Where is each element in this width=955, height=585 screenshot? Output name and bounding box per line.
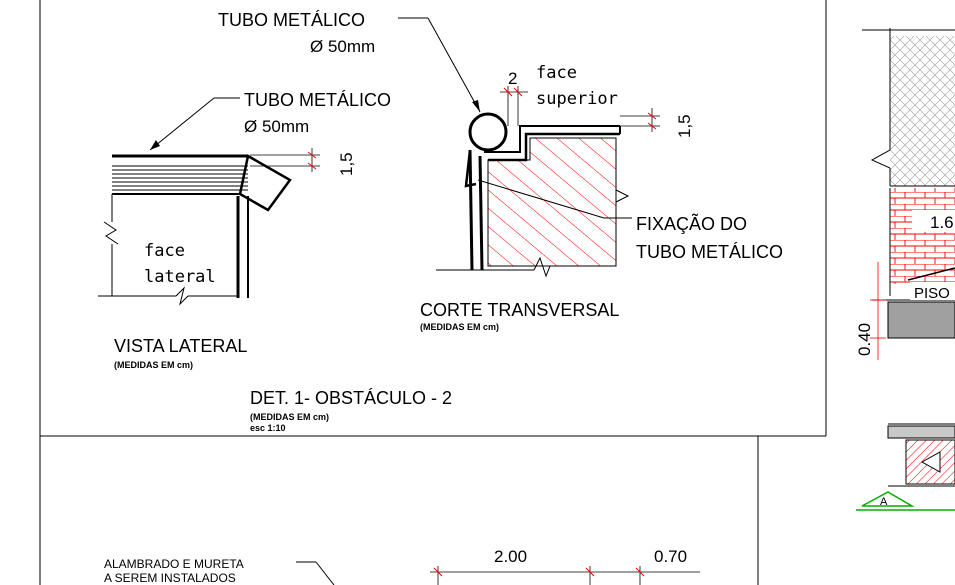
- face-superior-line2: superior: [536, 89, 618, 109]
- face-superior-line1: face: [536, 63, 577, 83]
- piso-label: PISO: [914, 285, 950, 302]
- corte-title: CORTE TRANSVERSAL: [420, 300, 619, 320]
- dim-1-5-side: 1,5: [337, 152, 356, 176]
- detail-scale: esc 1:10: [250, 423, 286, 433]
- detail1-frame: [39, 0, 827, 585]
- face-lateral-line1: face: [144, 241, 185, 261]
- tube-label-top: TUBO METÁLICO: [218, 10, 365, 30]
- dim-2-00: 2.00: [494, 547, 527, 566]
- detail2-drawing: [296, 561, 700, 585]
- dim-2: 2: [508, 69, 517, 88]
- alambrado-line1: ALAMBRADO E MURETA: [104, 557, 244, 571]
- tube-diameter-top: Ø 50mm: [310, 37, 375, 56]
- alambrado-line2: A SEREM INSTALADOS: [104, 571, 236, 585]
- corte-units: (MEDIDAS EM cm): [420, 322, 499, 332]
- tube-label-side: TUBO METÁLICO: [244, 90, 391, 110]
- dim-0-70: 0.70: [654, 547, 687, 566]
- detail1-texts: TUBO METÁLICO Ø 50mm TUBO METÁLICO Ø 50m…: [114, 10, 783, 433]
- face-lateral-line2: lateral: [144, 267, 216, 287]
- corte-transversal-drawing: [398, 17, 660, 278]
- fixacao-line2: TUBO METÁLICO: [636, 242, 783, 262]
- right-section-drawing: [856, 28, 955, 511]
- right-texts: 1.6 PISO 0.40 A: [855, 210, 955, 508]
- dim-0-40: 0.40: [855, 323, 874, 356]
- detail2-texts: ALAMBRADO E MURETA A SEREM INSTALADOS 2.…: [104, 547, 687, 585]
- vista-title: VISTA LATERAL: [114, 336, 247, 356]
- fixacao-line1: FIXAÇÃO DO: [636, 213, 747, 234]
- section-marker-label: A: [880, 496, 888, 508]
- detail-title: DET. 1- OBSTÁCULO - 2: [250, 388, 452, 408]
- dim-1-6: 1.6: [930, 213, 954, 232]
- vista-lateral-drawing: [98, 97, 320, 306]
- vista-units: (MEDIDAS EM cm): [114, 360, 193, 370]
- dim-1-5-section: 1,5: [675, 114, 694, 138]
- tube-diameter-side: Ø 50mm: [244, 117, 309, 136]
- detail-units: (MEDIDAS EM cm): [250, 412, 329, 422]
